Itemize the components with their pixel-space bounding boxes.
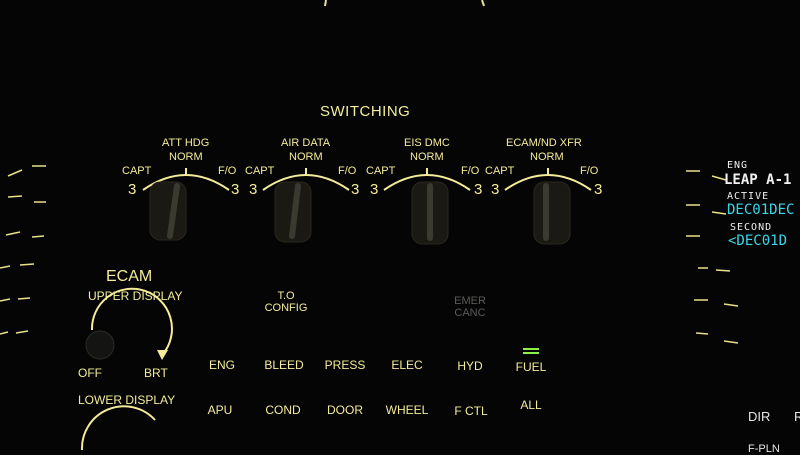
eis-dmc-fo-3: 3 — [474, 181, 483, 198]
eis-dmc-label: EIS DMC — [404, 137, 450, 149]
att-hdg-label: ATT HDG — [162, 137, 210, 149]
door-button[interactable]: DOOR — [327, 403, 363, 417]
ecam-nd-xfr-norm: NORM — [530, 151, 564, 163]
att-hdg-norm: NORM — [169, 151, 203, 163]
bleed-button[interactable]: BLEED — [264, 358, 304, 372]
wheel-button[interactable]: WHEEL — [385, 403, 429, 417]
apu-button[interactable]: APU — [207, 403, 233, 417]
eng-label: ENG — [727, 160, 749, 171]
to-config-line1: T.O — [277, 290, 295, 302]
emer-canc-line1: EMER — [454, 295, 486, 307]
ecam-nd-xfr-selector-knob[interactable] — [534, 180, 570, 244]
eis-dmc-fo: F/O — [461, 165, 480, 177]
upper-display-label: UPPER DISPLAY — [88, 289, 183, 303]
hyd-button[interactable]: HYD — [457, 359, 483, 373]
air-data-capt: CAPT — [245, 165, 275, 177]
eng-button[interactable]: ENG — [208, 358, 235, 372]
eis-dmc-norm: NORM — [410, 151, 444, 163]
eng-value: LEAP A-1 — [724, 172, 792, 188]
air-data-fo: F/O — [338, 165, 357, 177]
upper-display-brightness-knob[interactable] — [86, 331, 114, 359]
active-value: DEC01DEC — [727, 202, 795, 218]
eis-dmc-capt-3: 3 — [370, 181, 379, 198]
att-hdg-selector-knob[interactable] — [150, 180, 186, 240]
air-data-capt-3: 3 — [249, 181, 258, 198]
ecam-nd-xfr-capt-3: 3 — [491, 181, 500, 198]
lower-display-label: LOWER DISPLAY — [78, 393, 176, 407]
cond-button[interactable]: COND — [265, 403, 301, 417]
upper-display-brt-label: BRT — [144, 366, 168, 380]
ecam-title: ECAM — [106, 268, 153, 285]
ecam-nd-xfr-fo: F/O — [580, 165, 599, 177]
lower-display-brightness-knob[interactable] — [82, 412, 156, 450]
air-data-norm: NORM — [289, 151, 323, 163]
att-hdg-capt: CAPT — [122, 165, 152, 177]
air-data-label: AIR DATA — [281, 137, 331, 149]
to-config-button[interactable]: T.O CONFIG — [258, 290, 314, 314]
upper-display-off-label: OFF — [78, 366, 102, 380]
all-button[interactable]: ALL — [520, 398, 542, 412]
emer-canc-line2: CANC — [454, 307, 486, 319]
eis-dmc-selector-knob[interactable] — [412, 180, 448, 244]
att-hdg-capt-3: 3 — [128, 181, 137, 198]
f-ctl-button[interactable]: F CTL — [454, 404, 488, 418]
att-hdg-fo: F/O — [218, 165, 237, 177]
ecam-nd-xfr-label: ECAM/ND XFR — [506, 137, 582, 149]
r-key[interactable]: R — [794, 409, 800, 424]
eis-dmc-capt: CAPT — [366, 165, 396, 177]
press-button[interactable]: PRESS — [324, 358, 366, 372]
bottom-key[interactable]: F-PLN — [748, 443, 780, 455]
second-value: <DEC01D — [728, 233, 788, 249]
air-data-selector-knob[interactable] — [275, 180, 311, 242]
ecam-nd-xfr-fo-3: 3 — [594, 181, 603, 198]
switching-title: SWITCHING — [320, 103, 411, 120]
emer-canc-button[interactable]: EMER CANC — [442, 295, 498, 319]
elec-button[interactable]: ELEC — [391, 358, 423, 372]
to-config-line2: CONFIG — [264, 302, 308, 314]
dir-key[interactable]: DIR — [748, 409, 771, 424]
att-hdg-fo-3: 3 — [231, 181, 240, 198]
active-label: ACTIVE — [727, 191, 770, 202]
air-data-fo-3: 3 — [351, 181, 360, 198]
second-label: SECOND — [730, 222, 773, 233]
ecam-nd-xfr-capt: CAPT — [485, 165, 515, 177]
fuel-button[interactable]: FUEL — [515, 360, 547, 374]
